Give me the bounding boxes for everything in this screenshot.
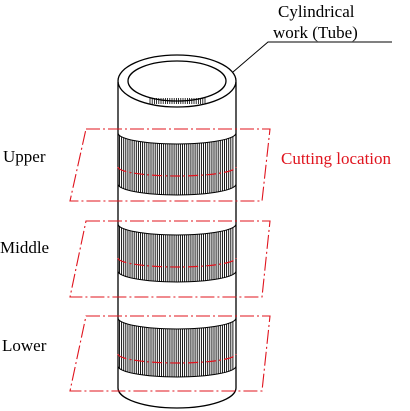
cutting-plane-outline	[69, 128, 271, 202]
groove-band-middle	[117, 223, 237, 283]
lower-label: Lower	[2, 336, 47, 355]
tube-label-leader	[232, 41, 392, 73]
cutting-plane-upper	[69, 128, 271, 202]
cut-line	[117, 166, 237, 177]
middle-label: Middle	[0, 238, 49, 257]
cutting-plane-middle	[69, 220, 271, 298]
cutting-planes	[69, 128, 271, 392]
tube-label-line2: work (Tube)	[273, 23, 358, 42]
tube-top-outer-ellipse	[117, 54, 237, 108]
groove-band-lower	[117, 317, 237, 378]
tube-bottom-arc	[117, 387, 237, 409]
band-top-arc	[117, 317, 237, 330]
cut-line	[117, 257, 237, 268]
cutting-location-label: Cutting location	[281, 149, 392, 168]
band-top-arc	[117, 223, 237, 236]
groove-bands	[117, 132, 237, 378]
tube-label-line1: Cylindrical	[278, 2, 355, 21]
tube-top-inner-ellipse	[127, 60, 227, 102]
groove-band-upper	[117, 132, 237, 196]
band-bottom-arc	[117, 270, 237, 283]
cut-line	[117, 353, 237, 364]
band-bottom-arc	[117, 365, 237, 378]
band-top-arc	[117, 132, 237, 145]
tube-inner-hatching	[149, 98, 206, 104]
cutting-plane-outline	[69, 220, 271, 298]
cutting-plane-outline	[69, 315, 271, 392]
band-bottom-arc	[117, 183, 237, 196]
cutting-plane-lower	[69, 315, 271, 392]
upper-label: Upper	[3, 147, 46, 166]
